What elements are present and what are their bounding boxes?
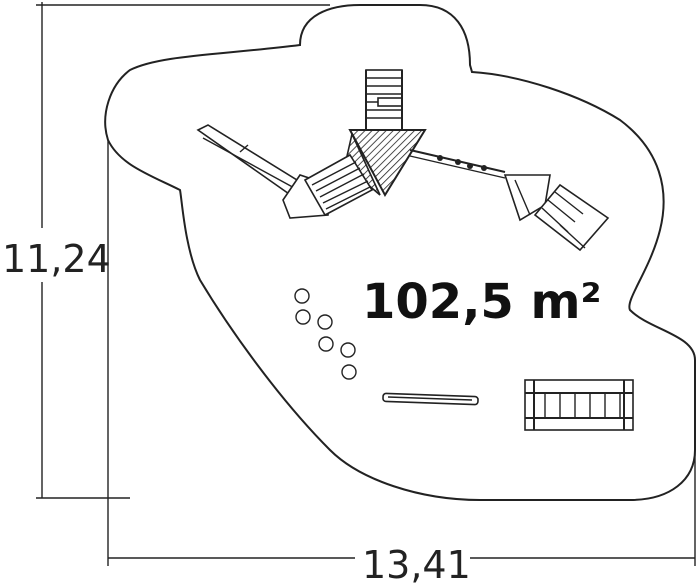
safety-area-outline: [104, 4, 696, 501]
height-dimension-label: 11,24: [2, 237, 111, 281]
width-dimension: 13,41: [107, 140, 696, 586]
area-label: 102,5 m²: [362, 274, 602, 330]
net-ladder-right: [503, 174, 610, 252]
height-dimension: 11,24: [0, 2, 330, 499]
balance-beam: [382, 392, 479, 406]
stairs-left: [303, 153, 374, 217]
width-dimension-label: 13,41: [362, 543, 471, 586]
stepping-stumps: [294, 288, 357, 380]
climbing-ladder-top: [365, 69, 403, 131]
rope-bridge: [409, 149, 506, 179]
horizontal-ladder: [524, 379, 634, 431]
slide: [196, 124, 331, 219]
